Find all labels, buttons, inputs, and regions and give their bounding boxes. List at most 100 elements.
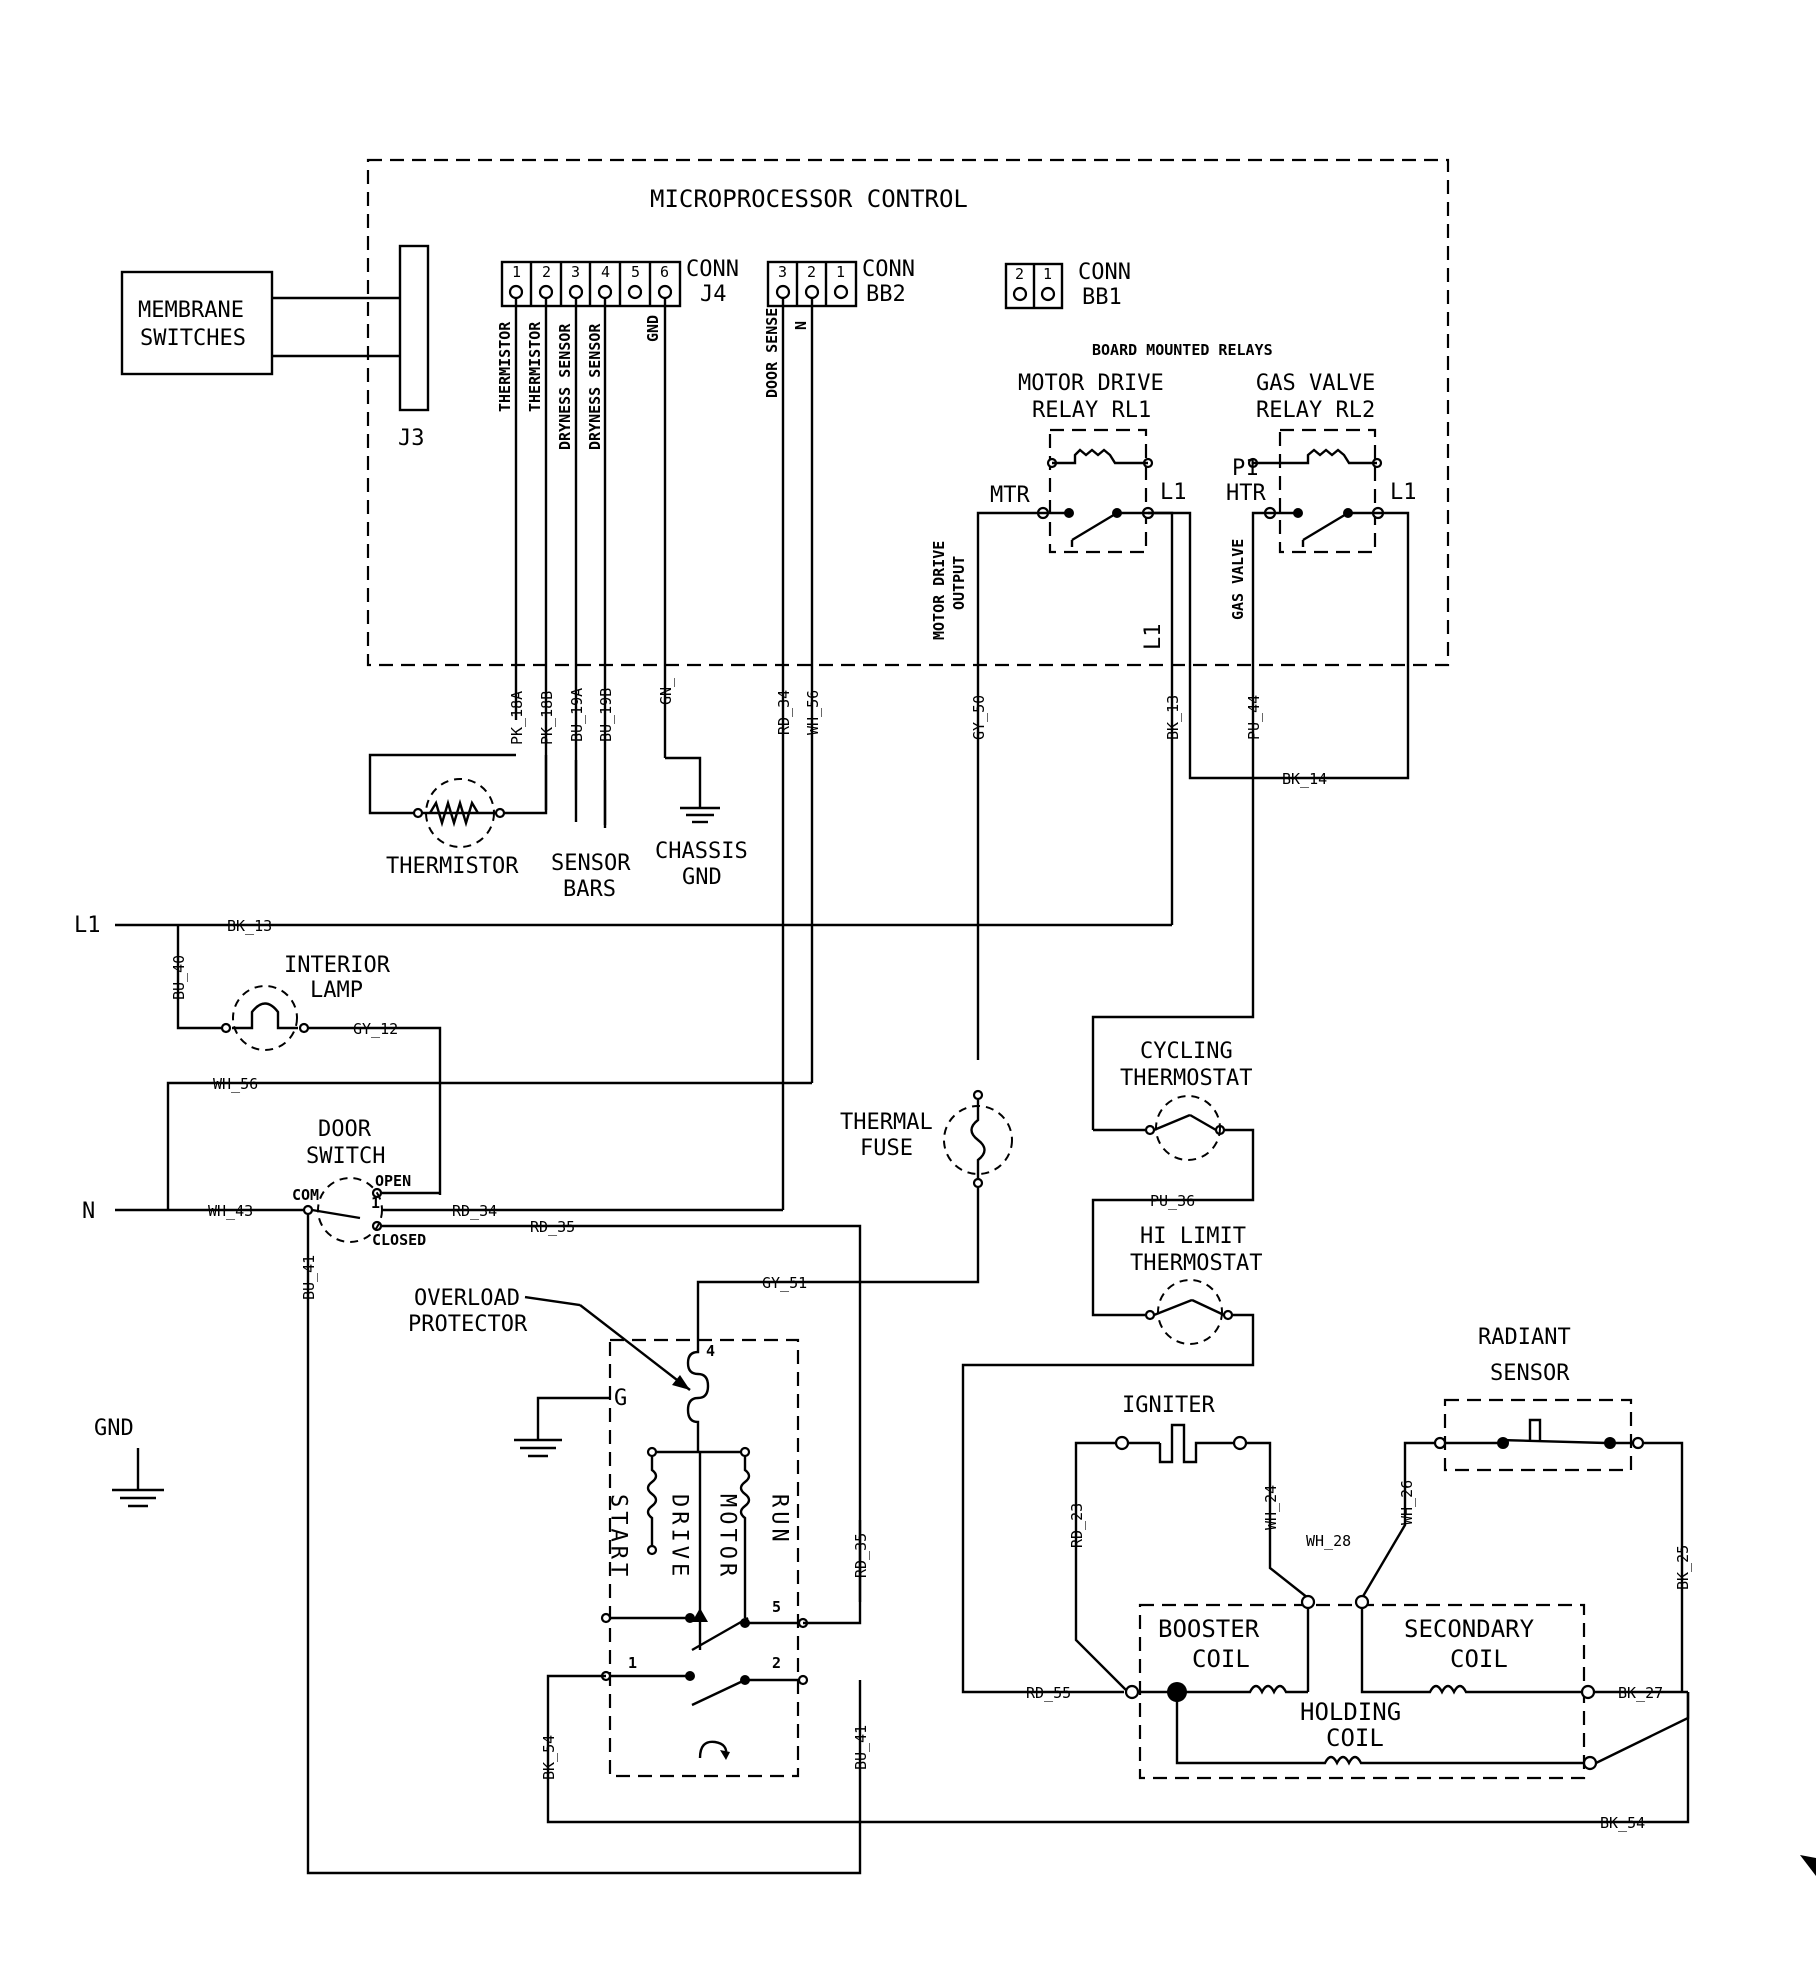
radiant-sensor-label: RADIANT bbox=[1478, 1325, 1571, 1350]
wire-wh-56-loop bbox=[166, 1081, 812, 1210]
signal-door-sense: DOOR SENSE bbox=[763, 308, 781, 398]
wire-wh-26: WH_26 bbox=[1398, 1480, 1416, 1525]
relay-wiring bbox=[976, 511, 1410, 1130]
motor-g-label: G bbox=[614, 1386, 627, 1411]
n-line-label: N bbox=[82, 1199, 95, 1224]
wire-pk-18a: PK_18A bbox=[508, 691, 526, 745]
p1-label: P1 bbox=[1232, 456, 1259, 481]
thermal-fuse bbox=[696, 1089, 1013, 1345]
secondary-coil-label: SECONDARY bbox=[1404, 1615, 1535, 1643]
thermistor bbox=[368, 753, 548, 848]
motor-label: MOTOR bbox=[715, 1494, 740, 1580]
wire-rd-23: RD_23 bbox=[1068, 1503, 1086, 1548]
motor-drive-relay-rl1 bbox=[1036, 428, 1155, 554]
bb2-pin-2: 2 bbox=[807, 263, 816, 281]
motor-pin-1: 1 bbox=[628, 1654, 637, 1672]
secondary-coil-label-2: COIL bbox=[1450, 1645, 1508, 1673]
wire-rd-35: RD_35 bbox=[530, 1218, 575, 1236]
wire-rd-35-v: RD_35 bbox=[852, 1533, 870, 1578]
thermistor-label: THERMISTOR bbox=[386, 854, 519, 879]
wire-wh-24: WH_24 bbox=[1262, 1485, 1280, 1530]
conn-bb1-label: CONN bbox=[1078, 260, 1131, 285]
cycling-thermostat-label: CYCLING bbox=[1140, 1039, 1233, 1064]
door-switch-open: OPEN bbox=[375, 1172, 411, 1190]
rl1-l1-label: L1 bbox=[1160, 480, 1187, 505]
microprocessor-control-box bbox=[366, 158, 1450, 667]
wire-gy-12: GY_12 bbox=[353, 1020, 398, 1038]
gas-valve-coils bbox=[1124, 1594, 1690, 1780]
conn-bb1-name: BB1 bbox=[1082, 285, 1122, 310]
mtr-label: MTR bbox=[990, 483, 1030, 508]
sensor-bars bbox=[574, 760, 607, 828]
signal-thermistor-2: THERMISTOR bbox=[526, 321, 544, 412]
bb1-pin-1: 1 bbox=[1043, 265, 1052, 283]
wire-bk-54-v: BK_54 bbox=[540, 1735, 558, 1780]
wire-bu-40: BU_40 bbox=[170, 955, 188, 1000]
conn-j4 bbox=[500, 260, 682, 308]
j3-connector bbox=[398, 244, 430, 412]
l1-line-label: L1 bbox=[74, 913, 101, 938]
conn-j4-label: CONN bbox=[686, 257, 739, 282]
wire-wh-56-v: WH_56 bbox=[804, 690, 822, 735]
microprocessor-control-title: MICROPROCESSOR CONTROL bbox=[650, 185, 968, 213]
signal-dryness-2: DRYNESS SENSOR bbox=[586, 323, 604, 450]
sensor-bars-label: SENSOR bbox=[551, 851, 631, 876]
wire-bu-41-b: BU_41 bbox=[852, 1725, 870, 1770]
gnd-label: GND bbox=[94, 1416, 134, 1441]
wire-gy-50: GY_50 bbox=[970, 695, 988, 740]
j4-pin-6: 6 bbox=[660, 263, 669, 281]
board-mounted-relays-label: BOARD MOUNTED RELAYS bbox=[1092, 341, 1273, 359]
wire-pu-44: PU_44 bbox=[1245, 695, 1263, 740]
membrane-switches-label: MEMBRANE bbox=[138, 298, 244, 323]
j4-pin-1: 1 bbox=[512, 263, 521, 281]
booster-coil-label-2: COIL bbox=[1192, 1645, 1250, 1673]
corner-mark bbox=[1800, 1855, 1816, 1876]
motor-assembly bbox=[514, 1295, 1690, 1824]
hi-limit-label-2: THERMOSTAT bbox=[1130, 1251, 1262, 1276]
motor-pin-2: 2 bbox=[772, 1654, 781, 1672]
motor-drive-relay-title: MOTOR DRIVE bbox=[1018, 371, 1164, 396]
wire-rd-34: RD_34 bbox=[452, 1202, 497, 1220]
motor-drive-output-label-2: OUTPUT bbox=[950, 556, 968, 610]
chassis-ground bbox=[665, 756, 720, 824]
door-switch-1: 1 bbox=[371, 1194, 380, 1212]
wire-bk-13: BK_13 bbox=[227, 917, 272, 935]
motor-drive-relay-title-2: RELAY RL1 bbox=[1032, 398, 1151, 423]
overload-protector-label-2: PROTECTOR bbox=[408, 1312, 528, 1337]
start-winding-label: START bbox=[606, 1494, 631, 1580]
conn-bb1 bbox=[1004, 262, 1064, 310]
thermal-fuse-label: THERMAL bbox=[840, 1110, 933, 1135]
thermal-fuse-label-2: FUSE bbox=[860, 1136, 913, 1161]
wire-bu-19b: BU_19B bbox=[597, 688, 615, 742]
radiant-sensor-label-2: SENSOR bbox=[1490, 1361, 1570, 1386]
wire-bk-14: BK_14 bbox=[1282, 770, 1327, 788]
membrane-switches-box bbox=[120, 270, 274, 376]
rl2-l1-label: L1 bbox=[1390, 480, 1417, 505]
controller-wires bbox=[514, 298, 814, 1210]
wire-bu-41-a: BU_41 bbox=[300, 1255, 318, 1300]
wire-gy-51: GY_51 bbox=[762, 1274, 807, 1292]
door-switch-label-2: SWITCH bbox=[306, 1144, 385, 1169]
door-switch-com: COM bbox=[292, 1186, 319, 1204]
wire-pk-18b: PK_18B bbox=[538, 691, 556, 745]
wire-rd-55: RD_55 bbox=[1026, 1684, 1071, 1702]
ground-symbol bbox=[112, 1448, 164, 1508]
gas-valve-signal-label: GAS VALVE bbox=[1229, 539, 1247, 620]
run-winding-label: RUN bbox=[767, 1494, 792, 1546]
wire-bk-54: BK_54 bbox=[1600, 1814, 1645, 1832]
chassis-gnd-label-2: GND bbox=[682, 865, 722, 890]
l1-signal-label: L1 bbox=[1141, 624, 1166, 651]
bb2-pin-3: 3 bbox=[778, 263, 787, 281]
chassis-gnd-label: CHASSIS bbox=[655, 839, 748, 864]
conn-bb2-name: BB2 bbox=[866, 282, 906, 307]
hi-limit-thermostat bbox=[961, 1279, 1255, 1694]
conn-bb2-label: CONN bbox=[862, 257, 915, 282]
bb1-pin-2: 2 bbox=[1015, 265, 1024, 283]
booster-coil-label: BOOSTER bbox=[1158, 1615, 1260, 1643]
motor-pin-4: 4 bbox=[706, 1342, 715, 1360]
j4-pin-2: 2 bbox=[542, 263, 551, 281]
gas-valve-relay-title-2: RELAY RL2 bbox=[1256, 398, 1375, 423]
drive-label: DRIVE bbox=[667, 1494, 692, 1580]
